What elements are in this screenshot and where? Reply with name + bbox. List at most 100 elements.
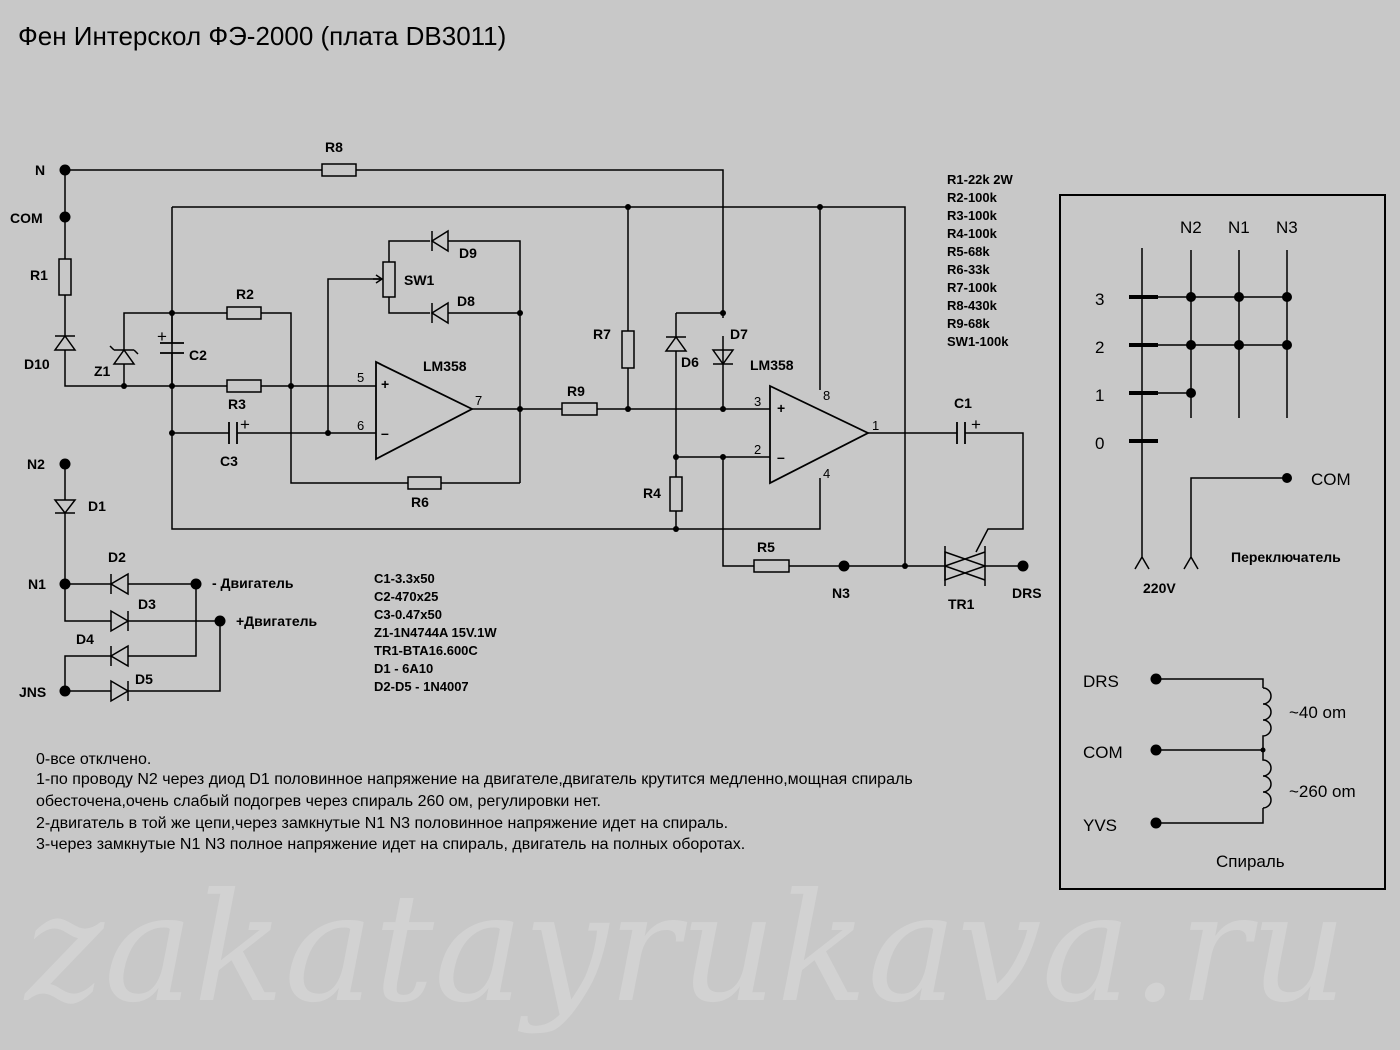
svg-text:C3-0.47x50: C3-0.47x50 — [374, 607, 442, 622]
diode-d10 — [53, 334, 77, 351]
diode-d4 — [109, 644, 129, 668]
opamp-1-triangle — [375, 360, 474, 461]
svg-text:R4-100k: R4-100k — [947, 226, 998, 241]
switch-diagram — [1129, 248, 1288, 570]
svg-text:COM: COM — [10, 210, 43, 226]
svg-text:R1: R1 — [30, 267, 48, 283]
svg-text:+: + — [971, 415, 981, 434]
svg-text:+: + — [381, 376, 389, 392]
svg-text:R5-68k: R5-68k — [947, 244, 990, 259]
watermark: zakatayrukava.ru — [23, 862, 1347, 1036]
svg-text:N: N — [35, 162, 45, 178]
resistor-r8 — [321, 163, 357, 177]
resistor-r5 — [753, 559, 790, 573]
svg-text:D2-D5 - 1N4007: D2-D5 - 1N4007 — [374, 679, 469, 694]
triac-tr1 — [942, 546, 988, 586]
svg-text:C1-3.3x50: C1-3.3x50 — [374, 571, 435, 586]
svg-text:R1-22k 2W: R1-22k 2W — [947, 172, 1013, 187]
capacitors — [160, 342, 966, 444]
svg-text:N1: N1 — [28, 576, 46, 592]
mode-notes: 0-все отклчено. 1-по проводу N2 через ди… — [36, 751, 913, 853]
svg-text:–: – — [381, 425, 389, 441]
diode-d2 — [109, 572, 129, 596]
svg-text:C3: C3 — [220, 453, 238, 469]
svg-text:R3-100k: R3-100k — [947, 208, 998, 223]
component-labels: N COM R1 D10 Z1 C2 R2 R3 C3 R8 SW1 D9 D8… — [10, 139, 1042, 700]
svg-text:DRS: DRS — [1012, 585, 1042, 601]
terminal-motor-minus — [190, 578, 202, 590]
svg-text:R6: R6 — [411, 494, 429, 510]
svg-text:4: 4 — [823, 466, 830, 481]
resistor-r4 — [669, 476, 683, 512]
svg-text:SW1: SW1 — [404, 272, 435, 288]
terminal-n3 — [838, 560, 850, 572]
terminals — [59, 164, 1029, 697]
svg-text:C1: C1 — [954, 395, 972, 411]
diode-d3 — [110, 609, 130, 633]
svg-text:R4: R4 — [643, 485, 661, 501]
svg-text:8: 8 — [823, 388, 830, 403]
svg-text:–: – — [777, 449, 785, 465]
svg-text:D2: D2 — [108, 549, 126, 565]
svg-text:6: 6 — [357, 418, 364, 433]
resistor-r6 — [407, 476, 442, 490]
terminal-drs — [1017, 560, 1029, 572]
svg-text:R2-100k: R2-100k — [947, 190, 998, 205]
svg-text:LM358: LM358 — [423, 358, 467, 374]
switch-caption: Переключатель — [1231, 549, 1341, 565]
svg-text:D6: D6 — [681, 354, 699, 370]
terminal-motor-plus — [214, 615, 226, 627]
svg-text:R7: R7 — [593, 326, 611, 342]
resistor-r9 — [561, 402, 598, 416]
switch-label-n1: N1 — [1228, 218, 1250, 237]
diode-d9 — [430, 229, 449, 253]
svg-text:D3: D3 — [138, 596, 156, 612]
opamps — [375, 360, 871, 485]
coil-terminal-com — [1150, 744, 1162, 756]
svg-text:D10: D10 — [24, 356, 50, 372]
svg-text:Z1: Z1 — [94, 363, 111, 379]
coil-upper-resistance: ~40 om — [1289, 703, 1346, 722]
svg-text:2: 2 — [754, 442, 761, 457]
svg-text:R8-430k: R8-430k — [947, 298, 998, 313]
svg-text:3-через замкнутые N1 N3 полное: 3-через замкнутые N1 N3 полное напряжени… — [36, 836, 745, 853]
svg-text:D1: D1 — [88, 498, 106, 514]
resistor-r7 — [621, 330, 635, 369]
diodes — [53, 229, 735, 703]
coil-caption: Спираль — [1216, 852, 1285, 871]
capacitor-c2 — [160, 342, 184, 354]
potentiometer-sw1 — [382, 261, 396, 298]
resistor-value-list: R1-22k 2W R2-100k R3-100k R4-100k R5-68k… — [947, 172, 1013, 349]
resistors — [58, 163, 790, 573]
diagram-title: Фен Интерскол ФЭ-2000 (плата DB3011) — [18, 21, 506, 51]
svg-text:5: 5 — [357, 370, 364, 385]
svg-text:R3: R3 — [228, 396, 246, 412]
wires — [64, 169, 1024, 692]
terminal-jns — [59, 685, 71, 697]
switch-position-3: 3 — [1095, 290, 1104, 309]
switch-dots — [1186, 292, 1292, 483]
resistor-r2 — [226, 306, 262, 320]
svg-text:- Двигатель: - Двигатель — [212, 575, 294, 591]
svg-text:JNS: JNS — [19, 684, 46, 700]
panel-border — [1059, 194, 1386, 890]
svg-text:D5: D5 — [135, 671, 153, 687]
coil-lower-resistance: ~260 om — [1289, 782, 1356, 801]
svg-text:R5: R5 — [757, 539, 775, 555]
switch-position-2: 2 — [1095, 338, 1104, 357]
capacitor-c1 — [956, 422, 966, 444]
svg-text:3: 3 — [754, 394, 761, 409]
switch-label-220v: 220V — [1143, 580, 1176, 596]
diode-d8 — [430, 301, 449, 325]
switch-position-0: 0 — [1095, 434, 1104, 453]
svg-text:+: + — [240, 415, 250, 434]
coil-terminal-drs — [1150, 673, 1162, 685]
svg-text:N2: N2 — [27, 456, 45, 472]
coil-label-yvs: YVS — [1083, 816, 1117, 835]
svg-text:2-двигатель в той же цепи,чере: 2-двигатель в той же цепи,через замкнуты… — [36, 815, 728, 832]
terminal-n1 — [59, 578, 71, 590]
svg-text:D4: D4 — [76, 631, 94, 647]
svg-text:R6-33k: R6-33k — [947, 262, 990, 277]
svg-text:SW1-100k: SW1-100k — [947, 334, 1009, 349]
